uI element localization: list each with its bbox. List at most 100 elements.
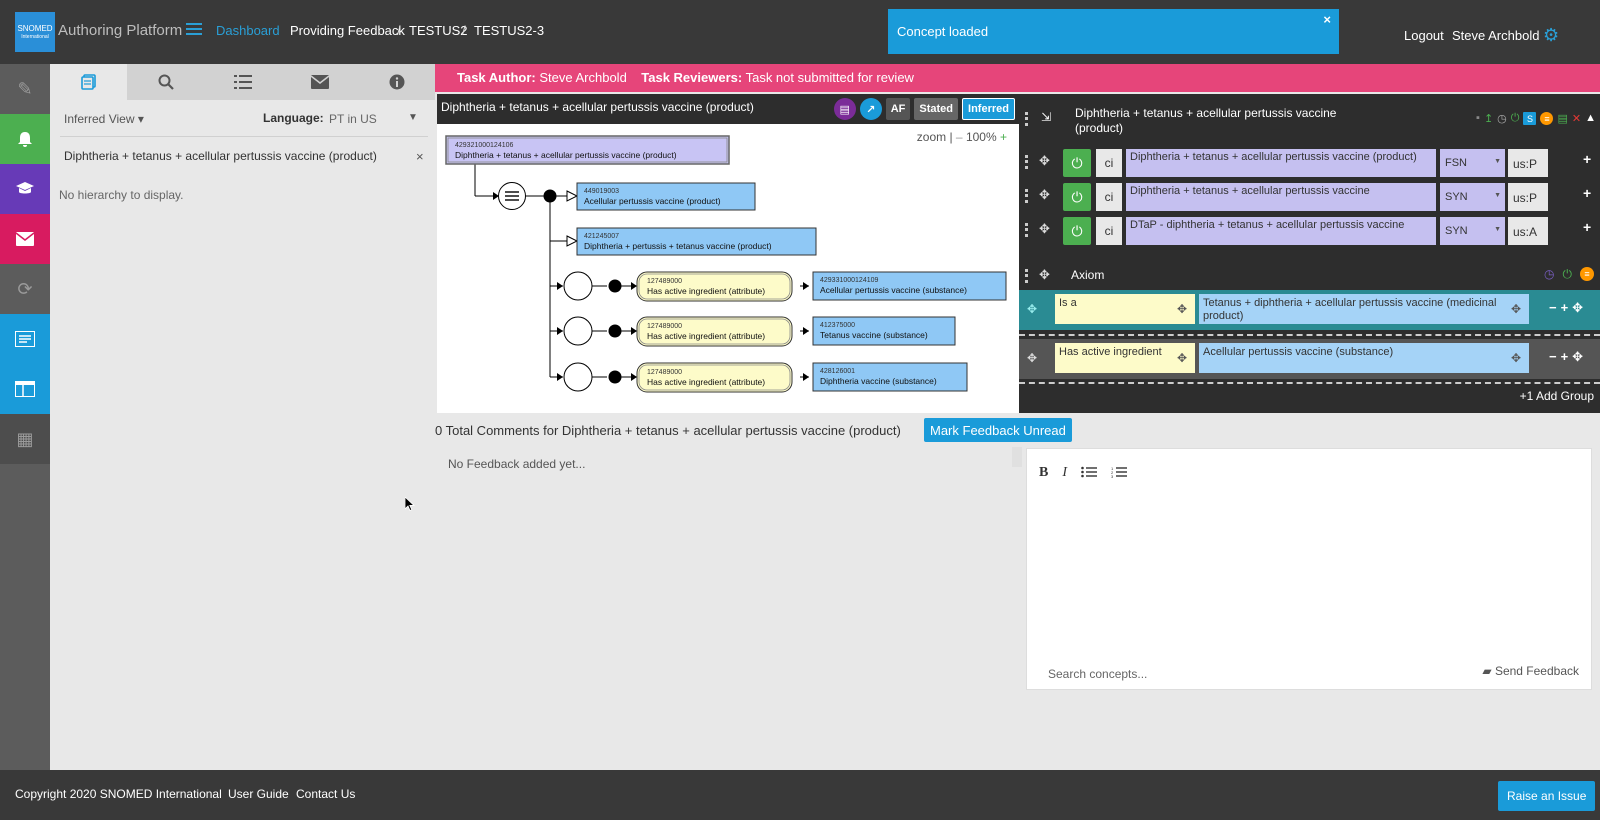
attribute-node[interactable]: 127489000 Has active ingredient (attribu… — [636, 362, 793, 393]
add-description-icon[interactable]: + — [1583, 185, 1592, 201]
close-icon[interactable]: ✕ — [1571, 113, 1582, 125]
relationship-type-field[interactable]: Is a ✥ — [1055, 294, 1195, 324]
power-icon[interactable]: ⏻ — [1562, 267, 1573, 281]
gear-icon[interactable]: ⚙ — [1543, 25, 1560, 45]
acceptability-select[interactable]: us:A — [1508, 217, 1548, 245]
inferred-button[interactable]: Inferred — [962, 98, 1015, 120]
mark-feedback-unread-button[interactable]: Mark Feedback Unread — [924, 418, 1072, 442]
tab-info-icon[interactable] — [358, 64, 435, 100]
parent-concept-node[interactable]: 449019003 Acellular pertussis vaccine (p… — [576, 182, 756, 211]
power-icon[interactable]: ⏻ — [1063, 183, 1091, 211]
af-button[interactable]: AF — [885, 98, 911, 120]
acceptability-select[interactable]: us:P — [1508, 183, 1548, 211]
list-view-icon[interactable] — [0, 314, 50, 364]
user-name[interactable]: Steve Archbold — [1452, 28, 1540, 43]
move-icon[interactable]: ✥ — [1176, 351, 1187, 365]
mail-icon[interactable] — [0, 214, 50, 264]
attribute-node[interactable]: 127489000 Has active ingredient (attribu… — [636, 316, 793, 347]
promote-icon[interactable]: ↥ — [1483, 113, 1494, 125]
bell-icon[interactable] — [0, 114, 50, 164]
move-icon[interactable]: ✥ — [1510, 302, 1521, 316]
save-icon[interactable]: ▪ — [1476, 112, 1480, 124]
breadcrumb-project[interactable]: TESTUS2 — [409, 23, 468, 38]
case-significance-select[interactable]: ci — [1096, 217, 1122, 245]
zoom-in-button[interactable]: + — [999, 130, 1007, 144]
history-icon[interactable]: ◷ — [1497, 113, 1507, 125]
parent-concept-node[interactable]: 421245007 Diphtheria + pertussis + tetan… — [576, 227, 817, 256]
move-icon[interactable]: ✥ — [1039, 187, 1050, 202]
edit-icon[interactable]: ✎ — [0, 64, 50, 114]
bold-button[interactable]: B — [1039, 465, 1049, 480]
search-concepts-input[interactable]: Search concepts... — [1048, 667, 1148, 681]
description-term-input[interactable]: Diphtheria + tetanus + acellular pertuss… — [1126, 149, 1436, 177]
drag-handle[interactable] — [1025, 223, 1028, 237]
drag-handle[interactable] — [1025, 112, 1028, 126]
tab-list-icon[interactable] — [204, 64, 281, 100]
root-concept-node[interactable]: 429321000124106 Diphtheria + tetanus + a… — [445, 135, 730, 165]
description-type-select[interactable]: SYN — [1440, 183, 1505, 211]
close-icon[interactable]: × — [416, 149, 424, 164]
menu-icon[interactable]: ≡ — [1540, 112, 1554, 125]
breadcrumb-dashboard-link[interactable]: Dashboard — [216, 23, 280, 38]
grid-icon[interactable]: ▦ — [0, 414, 50, 464]
drag-handle[interactable] — [1025, 269, 1028, 283]
hamburger-icon[interactable] — [186, 23, 202, 37]
bullet-list-icon[interactable] — [1081, 465, 1098, 481]
resize-handle[interactable] — [1012, 447, 1022, 467]
external-link-icon[interactable]: ↗ — [859, 98, 882, 120]
attribute-node[interactable]: 127489000 Has active ingredient (attribu… — [636, 271, 793, 302]
logout-link[interactable]: Logout — [1404, 28, 1444, 43]
acceptability-select[interactable]: us:P — [1508, 149, 1548, 177]
attribute-target-node[interactable]: 429331000124109 Acellular pertussis vacc… — [812, 271, 1007, 301]
sync-icon[interactable]: ⟳ — [0, 264, 50, 314]
s-icon[interactable]: S — [1523, 112, 1537, 125]
expand-icon[interactable]: ⇲ — [1041, 110, 1052, 124]
history-icon[interactable]: ◷ — [1544, 267, 1555, 281]
relationship-target-field[interactable]: Acellular pertussis vaccine (substance) … — [1199, 343, 1529, 373]
move-icon[interactable]: ✥ — [1039, 153, 1050, 168]
drag-handle[interactable] — [1025, 155, 1028, 169]
view-select[interactable]: Inferred View ▾ — [64, 112, 144, 126]
concept-info-icon[interactable]: ▤ — [833, 98, 856, 120]
copy-icon[interactable]: ▤ — [1557, 113, 1568, 125]
stated-button[interactable]: Stated — [914, 98, 959, 120]
breadcrumb-task-key[interactable]: TESTUS2-3 — [474, 23, 545, 38]
power-icon[interactable]: ⏻ — [1063, 217, 1091, 245]
sidebar-concept-name[interactable]: Diphtheria + tetanus + acellular pertuss… — [64, 149, 377, 163]
case-significance-select[interactable]: ci — [1096, 149, 1122, 177]
move-icon[interactable]: ✥ — [1510, 351, 1521, 365]
tab-mail-icon[interactable] — [281, 64, 358, 100]
raise-issue-button[interactable]: Raise an Issue — [1498, 781, 1596, 811]
send-feedback-button[interactable]: ▰ Send Feedback — [1482, 664, 1579, 678]
move-icon[interactable]: ✥ — [1039, 267, 1050, 282]
relationship-controls[interactable]: −+✥ — [1549, 300, 1588, 315]
language-select[interactable]: PT in US — [329, 112, 377, 126]
drag-handle[interactable] — [1025, 189, 1028, 203]
power-icon[interactable]: ⏻ — [1063, 149, 1091, 177]
attribute-target-node[interactable]: 428126001 Diphtheria vaccine (substance) — [812, 362, 968, 392]
add-group-button[interactable]: +1 Add Group — [1519, 389, 1594, 403]
caret-down-icon[interactable]: ▼ — [408, 112, 418, 123]
collapse-icon[interactable]: ▲ — [1585, 112, 1596, 124]
relationship-type-field[interactable]: Has active ingredient ✥ — [1055, 343, 1195, 373]
relationship-target-field[interactable]: Tetanus + diphtheria + acellular pertuss… — [1199, 294, 1529, 324]
description-type-select[interactable]: SYN — [1440, 217, 1505, 245]
move-icon[interactable]: ✥ — [1176, 302, 1187, 316]
description-type-select[interactable]: FSN — [1440, 149, 1505, 177]
power-icon[interactable]: ⏻ — [1510, 112, 1520, 124]
browser-icon[interactable] — [0, 364, 50, 414]
attribute-target-node[interactable]: 412375000 Tetanus vaccine (substance) — [812, 316, 956, 346]
tab-hierarchy-icon[interactable] — [50, 64, 127, 100]
zoom-out-button[interactable]: – — [955, 130, 963, 144]
contact-us-link[interactable]: Contact Us — [296, 787, 356, 801]
move-icon[interactable]: ✥ — [1027, 302, 1038, 316]
user-guide-link[interactable]: User Guide — [228, 787, 289, 801]
description-term-input[interactable]: DTaP - diphtheria + tetanus + acellular … — [1126, 217, 1436, 245]
menu-icon[interactable]: ≡ — [1580, 267, 1594, 281]
tab-search-icon[interactable] — [127, 64, 204, 100]
case-significance-select[interactable]: ci — [1096, 183, 1122, 211]
description-term-input[interactable]: Diphtheria + tetanus + acellular pertuss… — [1126, 183, 1436, 211]
snomed-logo[interactable]: SNOMED International — [15, 12, 55, 52]
